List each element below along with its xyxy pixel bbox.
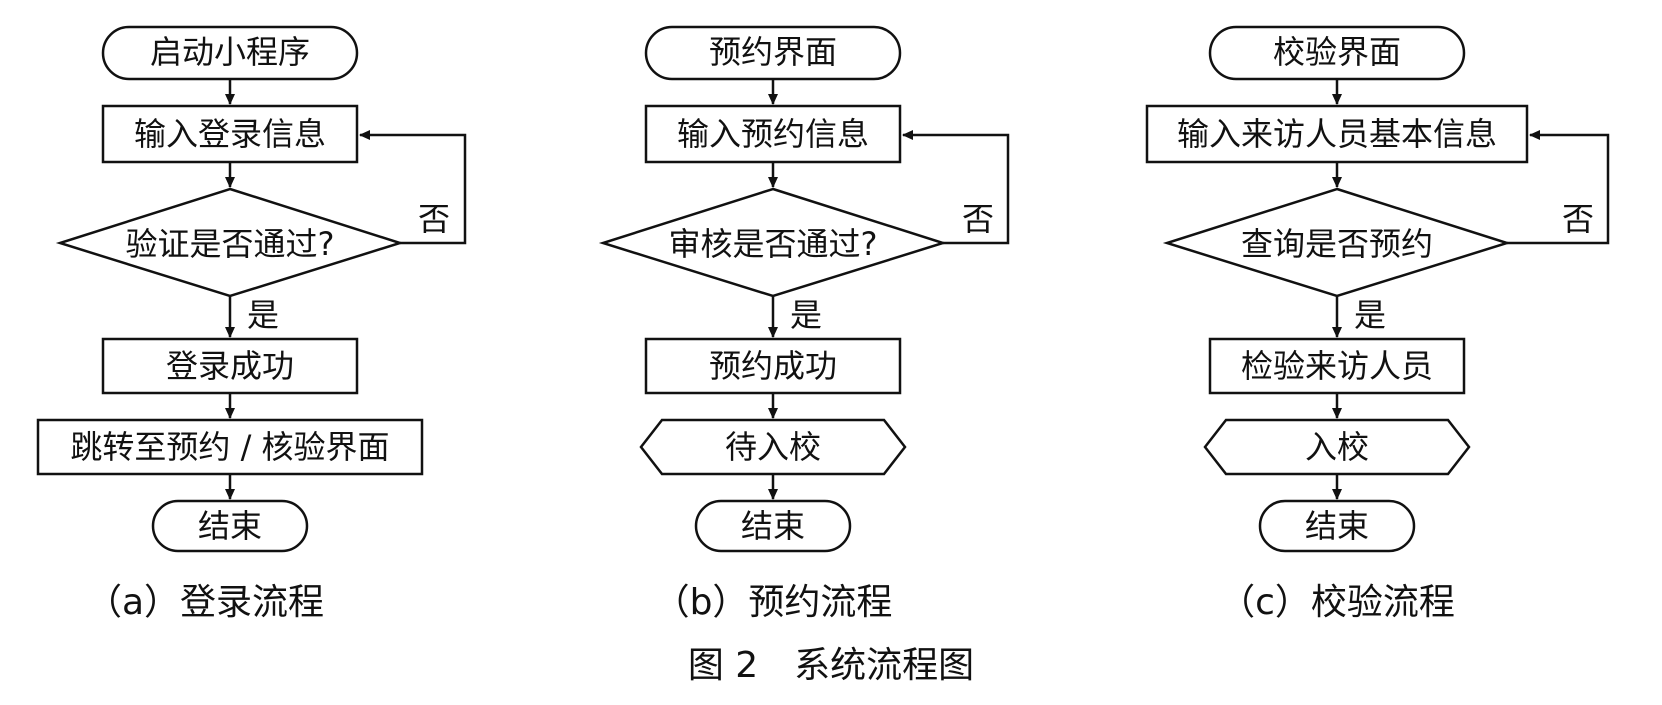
flow-b-decision-label: 审核是否通过? (669, 225, 878, 263)
flow-a-decision-label: 验证是否通过? (126, 225, 335, 263)
flow-a-end-terminal (151, 499, 309, 553)
flow-a-jump-label: 跳转至预约 / 核验界面 (70, 428, 389, 466)
flow-a-subtitle: （a）登录流程 (86, 582, 324, 623)
flow-a-no-loop (359, 130, 467, 245)
flow-b-reservation: 预约界面 输入预约信息 审核是否通过? 否 是 预约成功 待入校 结束 （b）预… (598, 25, 1010, 623)
flow-b-input-label: 输入预约信息 (677, 115, 869, 153)
flow-c-no-label: 否 (1562, 200, 1594, 238)
flow-c-end-label: 结束 (1305, 507, 1369, 545)
flow-c-check-box (1208, 337, 1466, 395)
flow-c-subtitle: （c）校验流程 (1219, 582, 1455, 623)
flow-a-start-label: 启动小程序 (150, 33, 310, 71)
flow-c-input-label: 输入来访人员基本信息 (1177, 115, 1497, 153)
flow-b-wait-hexagon (639, 418, 907, 476)
flow-a-end-label: 结束 (198, 507, 262, 545)
flow-a-success-label: 登录成功 (166, 347, 294, 385)
flow-a-no-label: 否 (418, 200, 450, 238)
flow-c-enter-hexagon (1203, 418, 1471, 476)
flow-c-no-loop (1507, 130, 1610, 245)
flow-c-verification: 校验界面 输入来访人员基本信息 查询是否预约 否 是 检验来访人员 入校 结束 … (1145, 25, 1610, 623)
flow-c-input-box (1145, 104, 1529, 164)
flow-c-end-terminal (1258, 499, 1416, 553)
flow-b-success-label: 预约成功 (709, 347, 837, 385)
flow-c-check-label: 检验来访人员 (1241, 347, 1433, 385)
flow-b-input-box (644, 104, 902, 164)
flow-b-wait-label: 待入校 (725, 428, 821, 466)
flow-c-enter-label: 入校 (1305, 428, 1369, 466)
flow-a-login: 启动小程序 输入登录信息 验证是否通过? 否 是 登录成功 跳转至预约 / 核验… (36, 25, 467, 623)
flow-b-start-label: 预约界面 (709, 33, 837, 71)
flow-b-yes-label: 是 (790, 296, 822, 334)
flow-a-input-box (101, 104, 359, 164)
flow-b-no-loop (902, 130, 1010, 245)
flow-a-yes-label: 是 (247, 296, 279, 334)
flow-c-start-label: 校验界面 (1273, 33, 1401, 71)
figure-caption: 图 2 系统流程图 (688, 645, 974, 686)
flow-b-end-label: 结束 (741, 507, 805, 545)
flow-b-no-label: 否 (962, 200, 994, 238)
flow-c-yes-label: 是 (1354, 296, 1386, 334)
flow-b-end-terminal (694, 499, 852, 553)
flow-a-input-label: 输入登录信息 (134, 115, 326, 153)
flow-c-decision-label: 查询是否预约 (1241, 225, 1433, 263)
flow-b-subtitle: （b）预约流程 (654, 582, 893, 623)
